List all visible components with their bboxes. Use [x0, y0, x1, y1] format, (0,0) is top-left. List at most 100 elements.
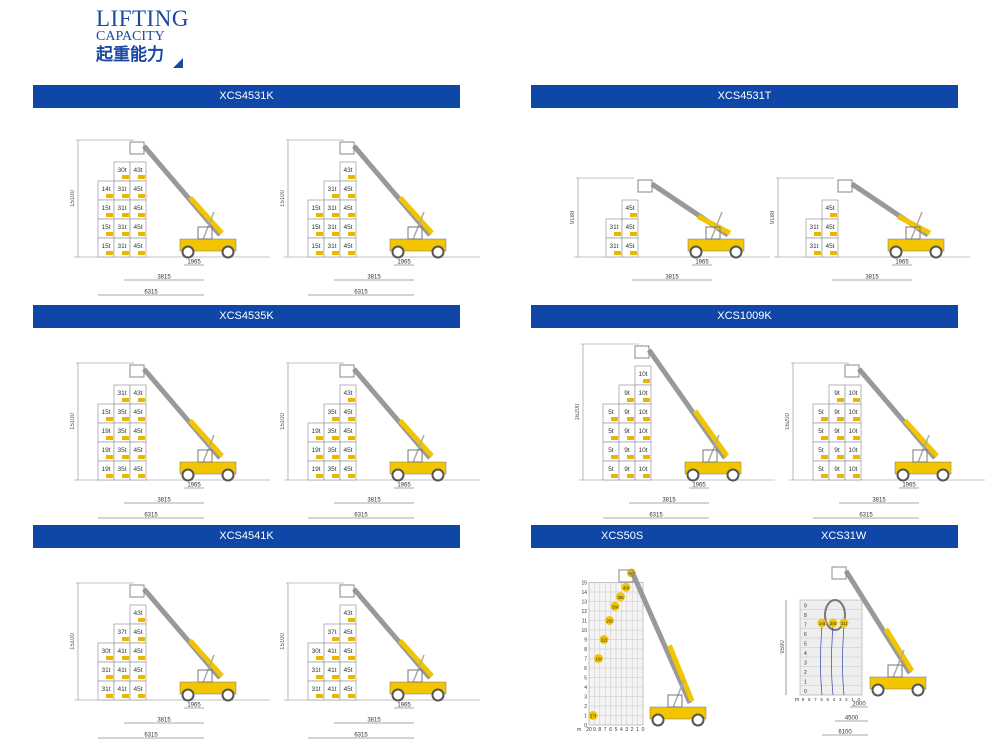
cab [887, 664, 903, 678]
wheel [729, 245, 743, 259]
capacity-label: 15t [311, 224, 320, 231]
capacity-label: 45t [343, 466, 352, 473]
container-badge [106, 436, 113, 440]
boom [883, 627, 915, 673]
section-title: XCS4541K [219, 530, 274, 542]
capacity-label: 31t [311, 667, 320, 674]
y-tick-label: 4 [584, 685, 587, 691]
dimension-label: 6315 [144, 733, 158, 739]
capacity-label: 30t [311, 648, 320, 655]
container-badge [316, 213, 323, 217]
container-badge [627, 455, 634, 459]
container-badge [332, 417, 339, 421]
capacity-label: 41t [327, 667, 336, 674]
load-label: 14t [819, 621, 826, 626]
y-tick-label: 9 [804, 604, 807, 610]
capacity-label: 43t [343, 610, 352, 617]
capacity-label: 45t [343, 667, 352, 674]
container-badge [316, 694, 323, 698]
dimension-label: 6315 [354, 290, 368, 296]
capacity-label: 31t [117, 205, 126, 212]
capacity-label: 19t [101, 447, 110, 454]
capacity-label: 31t [327, 186, 336, 193]
container-badge [316, 656, 323, 660]
container-badge [630, 213, 637, 217]
capacity-label: 45t [343, 205, 352, 212]
cab [702, 449, 718, 463]
height-label: 9188 [770, 210, 776, 224]
capacity-label: 45t [343, 447, 352, 454]
container-badge [643, 417, 650, 421]
wheel [181, 688, 195, 702]
y-tick-label: 1 [584, 714, 587, 720]
container-badge [122, 436, 129, 440]
container-badge [332, 251, 339, 255]
capacity-label: 45t [133, 667, 142, 674]
title-capacity: CAPACITY [96, 29, 165, 44]
capacity-label: 10t [848, 409, 857, 416]
y-tick-label: 0 [804, 689, 807, 695]
capacity-label: 45t [133, 224, 142, 231]
container-badge [106, 675, 113, 679]
height-label: 15100 [70, 412, 76, 429]
container-badge [138, 694, 145, 698]
capacity-label: 45t [133, 186, 142, 193]
container-badge [348, 175, 355, 179]
dimension-label: 6315 [354, 733, 368, 739]
load-marker [588, 711, 598, 720]
capacity-label: 9t [834, 447, 840, 454]
container-badge [122, 251, 129, 255]
x-tick-label: 8 [808, 697, 811, 702]
wheel [686, 468, 700, 482]
y-tick-label: 8 [584, 647, 587, 653]
wheel [431, 245, 445, 259]
dimension-label: 3815 [157, 275, 171, 281]
section-title-xcs50s: XCS50S [601, 530, 644, 542]
container-badge [106, 455, 113, 459]
height-label: 15100 [70, 632, 76, 649]
x-tick-label: 1 [851, 697, 854, 702]
load-marker [828, 618, 838, 628]
container-badge [614, 251, 621, 255]
container-badge [316, 474, 323, 478]
container-badge [122, 175, 129, 179]
x-tick-label: 0 [642, 727, 645, 733]
y-tick-label: 7 [584, 657, 587, 663]
x-tick-label: 8 [598, 727, 601, 733]
x-tick-label: 5 [827, 697, 830, 702]
x-tick-label: 4 [833, 697, 836, 702]
capacity-label: 9t [834, 409, 840, 416]
container-badge [348, 474, 355, 478]
container-badge [316, 251, 323, 255]
height-label: 15100 [280, 632, 286, 649]
capacity-label: 45t [133, 205, 142, 212]
wheel [896, 468, 910, 482]
container-badge [348, 436, 355, 440]
capacity-label: 45t [133, 409, 142, 416]
container-badge [348, 694, 355, 698]
wheel [689, 245, 703, 259]
dimension-label: 1965 [397, 483, 411, 489]
dimension-label: 3815 [367, 718, 381, 724]
capacity-label: 15t [101, 409, 110, 416]
load-label: 35t [617, 595, 624, 600]
container-badge [332, 474, 339, 478]
container-badge [122, 474, 129, 478]
y-tick-label: 9 [584, 638, 587, 644]
capacity-label: 14t [101, 186, 110, 193]
container-badge [814, 232, 821, 236]
container-badge [106, 694, 113, 698]
wheel [221, 245, 235, 259]
dimension-label: 6315 [859, 513, 873, 519]
cab [407, 669, 423, 683]
boom [188, 638, 224, 678]
container-badge [122, 455, 129, 459]
capacity-label: 9t [624, 409, 630, 416]
load-label: 40t [623, 585, 630, 590]
capacity-label: 31t [117, 186, 126, 193]
container-badge [332, 694, 339, 698]
y-unit-label: m [795, 697, 799, 703]
capacity-label: 43t [133, 167, 142, 174]
load-curve [831, 624, 834, 696]
